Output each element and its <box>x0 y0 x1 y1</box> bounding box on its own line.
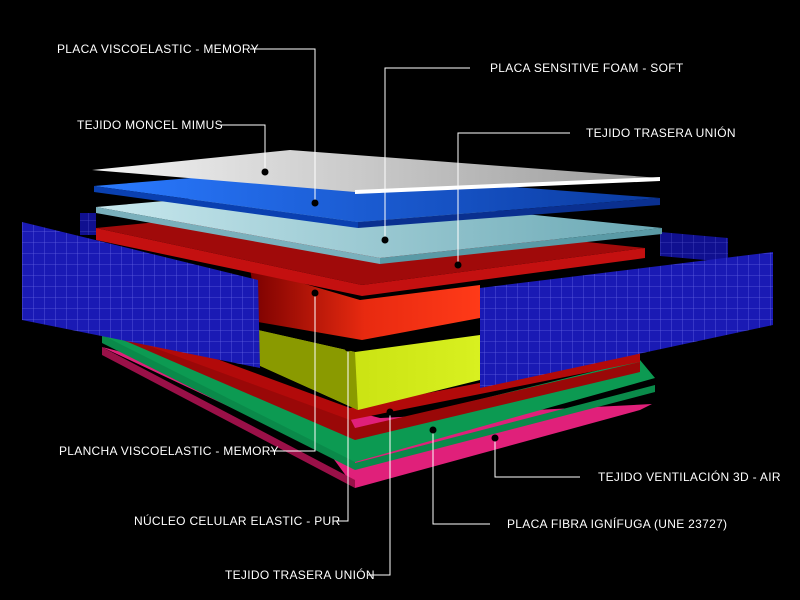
label-plancha-visco: PLANCHA VISCOELASTIC - MEMORY <box>59 444 279 458</box>
white-layer-edge <box>355 177 660 194</box>
blue-layer <box>94 170 660 222</box>
leader-tejido-ventilacion <box>494 438 580 478</box>
back-left-grid-panel <box>80 213 96 235</box>
dot-placa-fibra <box>429 426 437 434</box>
light-blue-layer-edge-right <box>380 228 662 264</box>
back-grid-panel <box>660 232 728 262</box>
dot-tejido-trasera-bottom <box>386 408 394 416</box>
label-tejido-trasera-bottom: TEJIDO TRASERA UNIÓN <box>225 567 375 582</box>
label-nucleo: NÚCLEO CELULAR ELASTIC - PUR <box>134 513 340 528</box>
leader-placa-sensitive <box>384 67 470 240</box>
yellow-core-side <box>258 330 358 410</box>
red-block <box>250 268 480 340</box>
label-placa-visco: PLACA VISCOELASTIC - MEMORY <box>57 42 259 56</box>
white-layer <box>92 150 660 192</box>
dot-placa-visco <box>311 199 319 207</box>
light-blue-layer-edge <box>96 207 380 264</box>
dot-plancha-visco <box>311 289 319 297</box>
dot-tejido-moncel <box>261 168 269 176</box>
dot-placa-sensitive <box>381 236 389 244</box>
dot-nucleo <box>344 344 352 352</box>
left-grid-panel <box>22 222 260 368</box>
leader-nucleo <box>335 348 349 522</box>
label-tejido-trasera-top: TEJIDO TRASERA UNIÓN <box>586 125 736 140</box>
leader-tejido-trasera-top <box>457 132 570 265</box>
leader-tejido-moncel <box>220 124 266 172</box>
leader-placa-visco <box>250 48 316 203</box>
red-layer <box>96 228 645 296</box>
label-tejido-moncel: TEJIDO MONCEL MIMUS <box>77 118 223 132</box>
dot-tejido-trasera-top <box>454 261 462 269</box>
dot-tejido-ventilacion <box>491 434 499 442</box>
right-grid-panel <box>480 252 773 388</box>
blue-layer-edge-right <box>358 198 660 228</box>
label-placa-fibra: PLACA FIBRA IGNÍFUGA (UNE 23727) <box>507 516 727 531</box>
leader-plancha-visco <box>270 293 316 452</box>
label-tejido-ventilacion: TEJIDO VENTILACIÓN 3D - AIR <box>598 469 781 484</box>
blue-layer-edge <box>94 186 358 228</box>
label-placa-sensitive: PLACA SENSITIVE FOAM - SOFT <box>490 61 684 75</box>
pink-layer-edge <box>102 347 355 488</box>
leader-placa-fibra <box>432 430 490 525</box>
leader-tejido-trasera-bottom <box>368 412 391 576</box>
